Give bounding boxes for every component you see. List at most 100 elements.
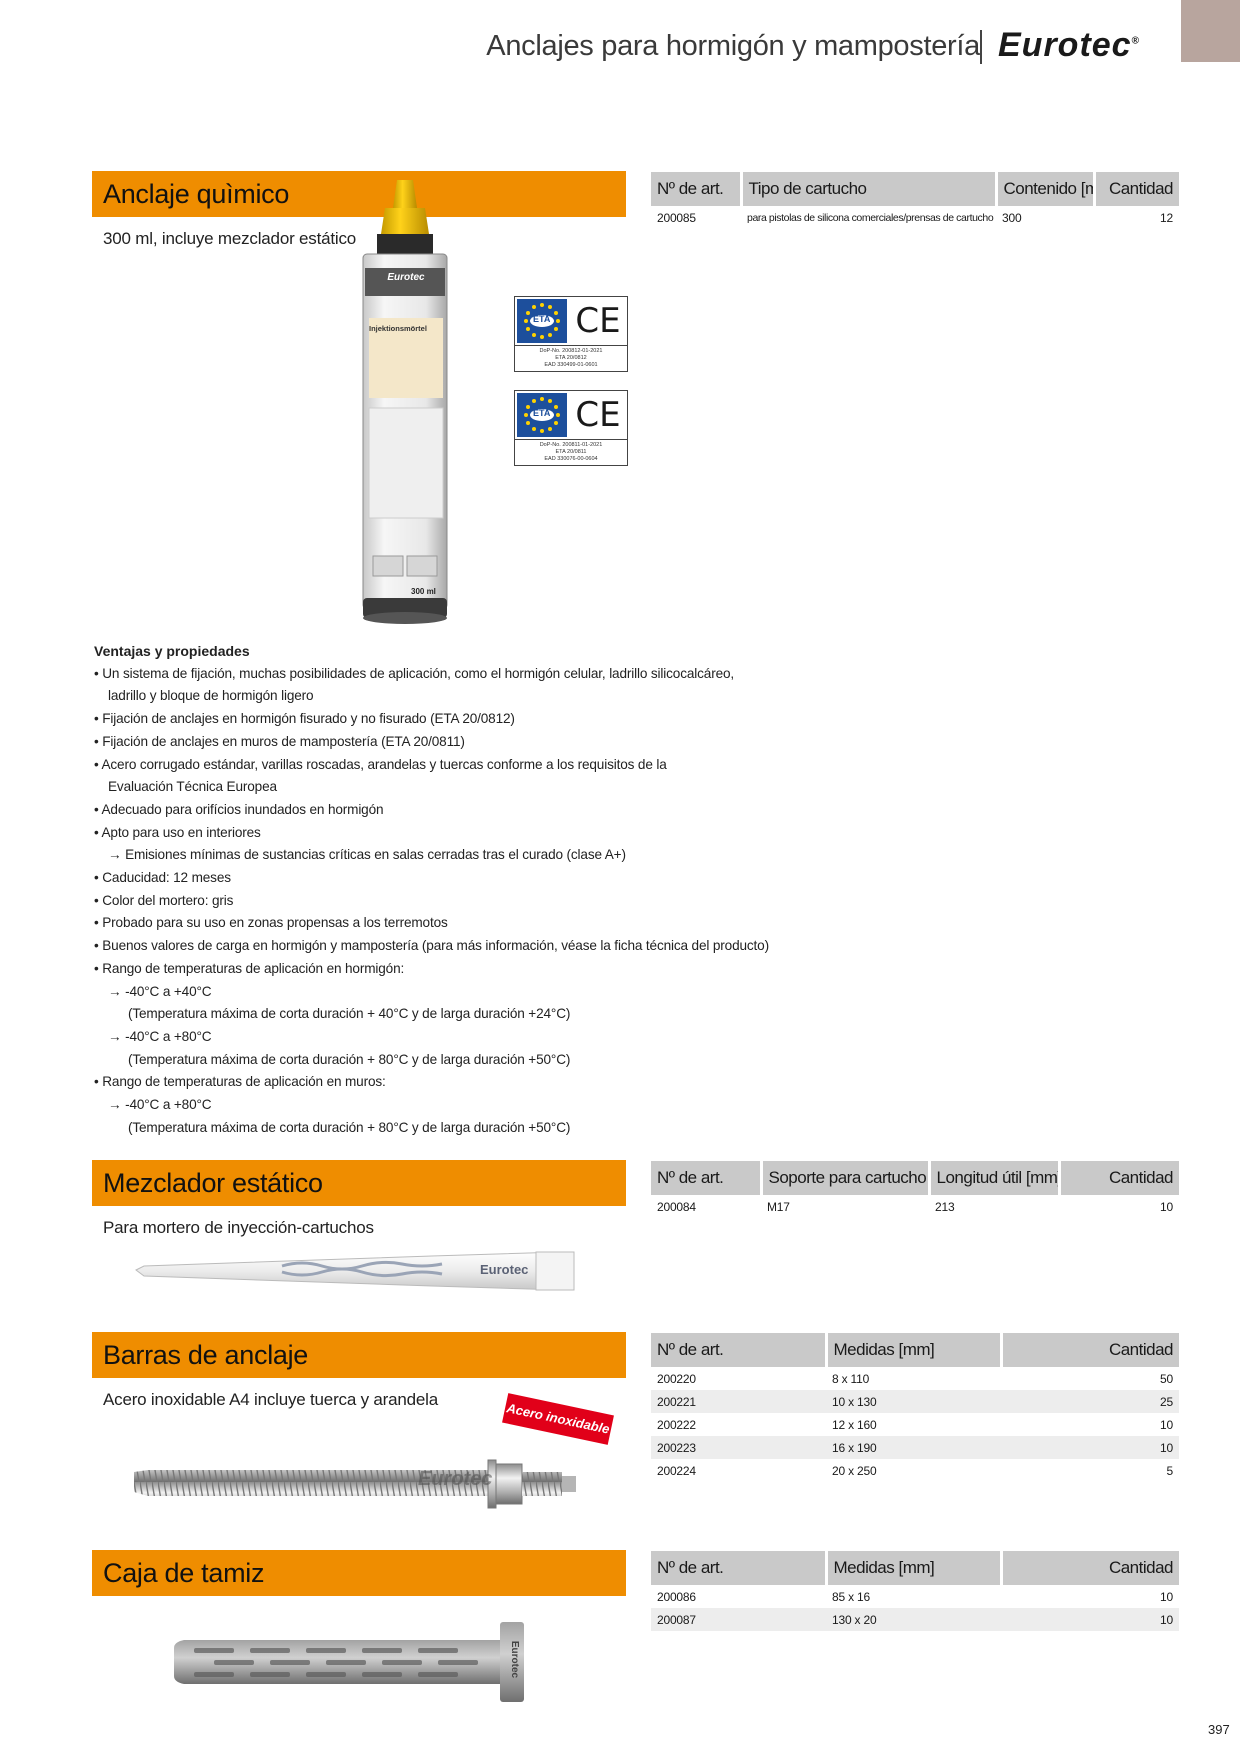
product-table-anclaje-quimico: Nº de art. Tipo de cartucho Contenido [m… (651, 172, 1179, 229)
sieve-brand: Eurotec (509, 1640, 521, 1679)
column-header: Cantidad (1001, 1333, 1179, 1367)
table-cell: 130 x 20 (826, 1608, 1001, 1631)
mixer-illustration: Eurotec (132, 1248, 578, 1294)
table-cell: 200085 (657, 210, 696, 225)
table-cell: 20 x 250 (832, 1463, 877, 1478)
advantages-title: Ventajas y propiedades (94, 643, 250, 659)
table-cell: 10 (1001, 1436, 1179, 1459)
eurotec-logo: Eurotec® (998, 26, 1140, 64)
column-header: Nº de art. (651, 1161, 763, 1195)
header-separator (980, 30, 982, 64)
advantage-line: (Temperatura máxima de corta duración + … (128, 1051, 571, 1067)
table-cell: 12 (1160, 210, 1173, 225)
column-header: Contenido [ml] (996, 172, 1096, 206)
advantage-line: (Temperatura máxima de corta duración + … (128, 1119, 571, 1135)
column-header: Medidas [mm] (826, 1551, 1003, 1585)
product-table-mezclador-estatico: Nº de art. Soporte para cartucho Longitu… (651, 1161, 1179, 1218)
advantages-lines: • Un sistema de fijación, muchas posibil… (94, 663, 794, 1140)
ce-mark: CE (575, 395, 621, 435)
advantage-line: Evaluación Técnica Europea (108, 779, 277, 795)
table-cell: 200224 (657, 1463, 696, 1478)
advantages-list: Ventajas y propiedades • Un sistema de f… (94, 640, 794, 1139)
sieve-sleeve-drawing (174, 1622, 524, 1702)
page-number: 397 (1208, 1722, 1230, 1737)
eta-logo-icon: ETA (517, 299, 567, 343)
certificate-text: DoP-No. 200811-01-2021 ETA 20/0811 EAD 3… (515, 439, 627, 465)
table-cell: 10 (1160, 1417, 1173, 1432)
table-header-row: Nº de art. Medidas [mm] Cantidad (651, 1333, 1179, 1367)
table-row: 200085 para pistolas de silicona comerci… (651, 206, 1179, 229)
advantage-line: → Emisiones mínimas de sustancias crític… (108, 847, 626, 863)
table-cell: 200086 (657, 1589, 696, 1604)
section-subtitle: 300 ml, incluye mezclador estático (103, 229, 357, 248)
cartridge-drawing (362, 180, 448, 624)
advantage-line: → -40°C a +40°C (108, 983, 212, 999)
table-cell: 200221 (651, 1390, 826, 1413)
advantage-line: • Rango de temperaturas de aplicación en… (94, 960, 405, 976)
stainless-steel-badge: Acero inoxidable (502, 1393, 614, 1445)
advantage-line: → -40°C a +80°C (108, 1028, 212, 1044)
table-cell: 213 (935, 1199, 955, 1214)
table-cell: 200220 (657, 1371, 696, 1386)
product-table-caja-de-tamiz: Nº de art. Medidas [mm] Cantidad 200086 … (651, 1551, 1179, 1631)
advantage-line: • Apto para uso en interiores (94, 824, 261, 840)
column-header: Medidas [mm] (826, 1333, 1003, 1367)
table-cell: para pistolas de silicona comerciales/pr… (747, 211, 994, 224)
table-cell: 25 (1001, 1390, 1179, 1413)
advantage-line: • Adecuado para orifícios inundados en h… (94, 801, 384, 817)
eta-ce-certificate-1: ETA CE DoP-No. 200812-01-2021 ETA 20/081… (514, 296, 628, 372)
column-header: Cantidad (1094, 172, 1179, 206)
column-header: Nº de art. (651, 1551, 828, 1585)
eta-ce-certificate-2: ETA CE DoP-No. 200811-01-2021 ETA 20/081… (514, 390, 628, 466)
sieve-sleeve-illustration: Eurotec (170, 1618, 550, 1704)
certificate-text: DoP-No. 200812-01-2021 ETA 20/0812 EAD 3… (515, 345, 627, 371)
table-cell: 85 x 16 (832, 1589, 870, 1604)
column-header: Soporte para cartucho (761, 1161, 931, 1195)
table-row: 200084 M17 213 10 (651, 1195, 1179, 1218)
section-header-caja-de-tamiz: Caja de tamiz (92, 1550, 626, 1596)
table-header-row: Nº de art. Tipo de cartucho Contenido [m… (651, 172, 1179, 206)
table-cell: 5 (1166, 1463, 1174, 1478)
advantage-line: (Temperatura máxima de corta duración + … (128, 1006, 571, 1022)
table-row: 200222 12 x 160 10 (651, 1413, 1179, 1436)
advantage-line: • Rango de temperaturas de aplicación en… (94, 1074, 386, 1090)
advantage-line: • Buenos valores de carga en hormigón y … (94, 938, 769, 954)
column-header: Nº de art. (651, 172, 743, 206)
advantage-line: • Fijación de anclajes en hormigón fisur… (94, 711, 515, 727)
table-row: 200220 8 x 110 50 (651, 1367, 1179, 1390)
cartridge-brand: Eurotec (387, 272, 425, 283)
advantage-line: • Probado para su uso en zonas propensas… (94, 915, 448, 931)
table-cell: M17 (767, 1199, 790, 1214)
table-row: 200224 20 x 250 5 (651, 1459, 1179, 1482)
rod-brand: Eurotec (418, 1468, 493, 1490)
table-cell: 200223 (651, 1436, 826, 1459)
table-cell: 200222 (657, 1417, 696, 1432)
table-cell: 12 x 160 (832, 1417, 877, 1432)
advantage-line: ladrillo y bloque de hormigón ligero (108, 688, 314, 704)
table-cell: 10 (1160, 1199, 1173, 1214)
eta-logo-icon: ETA (517, 393, 567, 437)
table-cell: 200084 (657, 1199, 696, 1214)
table-cell: 200087 (651, 1608, 826, 1631)
table-cell: 10 (1001, 1608, 1179, 1631)
advantage-line: • Caducidad: 12 meses (94, 870, 231, 886)
column-header: Nº de art. (651, 1333, 828, 1367)
table-header-row: Nº de art. Medidas [mm] Cantidad (651, 1551, 1179, 1585)
table-row: 200086 85 x 16 10 (651, 1585, 1179, 1608)
product-table-barras-de-anclaje: Nº de art. Medidas [mm] Cantidad 200220 … (651, 1333, 1179, 1482)
advantage-line: • Fijación de anclajes en muros de mampo… (94, 733, 465, 749)
ce-mark: CE (575, 301, 621, 341)
table-cell: 8 x 110 (832, 1371, 870, 1386)
advantage-line: • Color del mortero: gris (94, 892, 234, 908)
threaded-rod-drawing (134, 1459, 576, 1509)
section-subtitle: Acero inoxidable A4 incluye tuerca y ara… (103, 1390, 438, 1409)
table-header-row: Nº de art. Soporte para cartucho Longitu… (651, 1161, 1179, 1195)
table-cell: 10 x 130 (826, 1390, 1001, 1413)
page-title: Anclajes para hormigón y mampostería (486, 30, 980, 62)
page-header: Anclajes para hormigón y mampostería Eur… (0, 0, 1240, 80)
column-header: Tipo de cartucho (741, 172, 998, 206)
table-row: 200087 130 x 20 10 (651, 1608, 1179, 1631)
threaded-rod-illustration: Eurotec (128, 1452, 580, 1512)
advantage-line: → -40°C a +80°C (108, 1097, 212, 1113)
cartridge-name: Injektionsmörtel (369, 324, 427, 333)
